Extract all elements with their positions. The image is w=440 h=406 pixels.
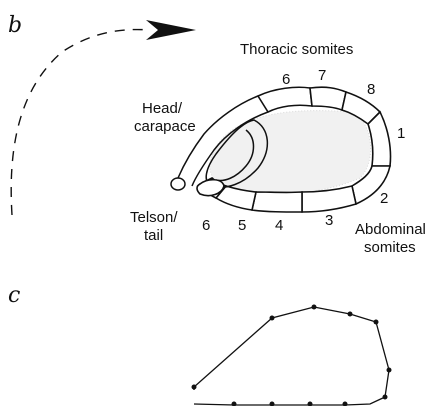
polygon-vertex: [232, 402, 237, 406]
label-head-line1: Head/: [142, 100, 183, 117]
abdominal-number: 6: [202, 217, 210, 234]
abdominal-number: 2: [380, 190, 388, 207]
polygon-vertex: [192, 385, 197, 390]
polygon-vertex: [374, 320, 379, 325]
panel-b-letter: b: [8, 13, 22, 38]
thoracic-number: 1: [397, 125, 405, 142]
label-telson-line2: tail: [144, 227, 163, 244]
thoracic-number: 6: [282, 71, 290, 88]
polygon-vertex: [343, 402, 348, 406]
label-telson-line1: Telson/: [130, 209, 178, 226]
polygon-outline: [194, 307, 389, 405]
polygon-vertex: [312, 305, 317, 310]
segment-a4: [252, 192, 302, 212]
abdominal-number: 4: [275, 217, 283, 234]
polygon-vertex: [270, 316, 275, 321]
rotation-arrow: [11, 30, 150, 215]
rotation-arrowhead: [146, 20, 196, 40]
thoracic-number: 8: [367, 81, 375, 98]
abdominal-number: 5: [238, 217, 246, 234]
panel-c-letter: c: [8, 283, 20, 308]
segment-t7: [310, 87, 346, 110]
polygon-vertex: [387, 368, 392, 373]
thoracic-number: 7: [318, 67, 326, 84]
label-abdominal-line2: somites: [364, 239, 416, 256]
polygon-vertex: [308, 402, 313, 406]
polygon-vertex: [348, 312, 353, 317]
body-interior: [210, 111, 371, 195]
segment-t6: [258, 87, 312, 112]
label-head-line2: carapace: [134, 118, 196, 135]
segment-t1: [368, 112, 391, 166]
polygon-vertex: [270, 402, 275, 406]
label-thoracic-somites: Thoracic somites: [240, 41, 353, 58]
panel-c-polygon: [192, 305, 392, 406]
polygon-vertex: [383, 395, 388, 400]
head-tip: [171, 178, 185, 190]
abdominal-number: 3: [325, 212, 333, 229]
label-abdominal-line1: Abdominal: [355, 221, 426, 238]
